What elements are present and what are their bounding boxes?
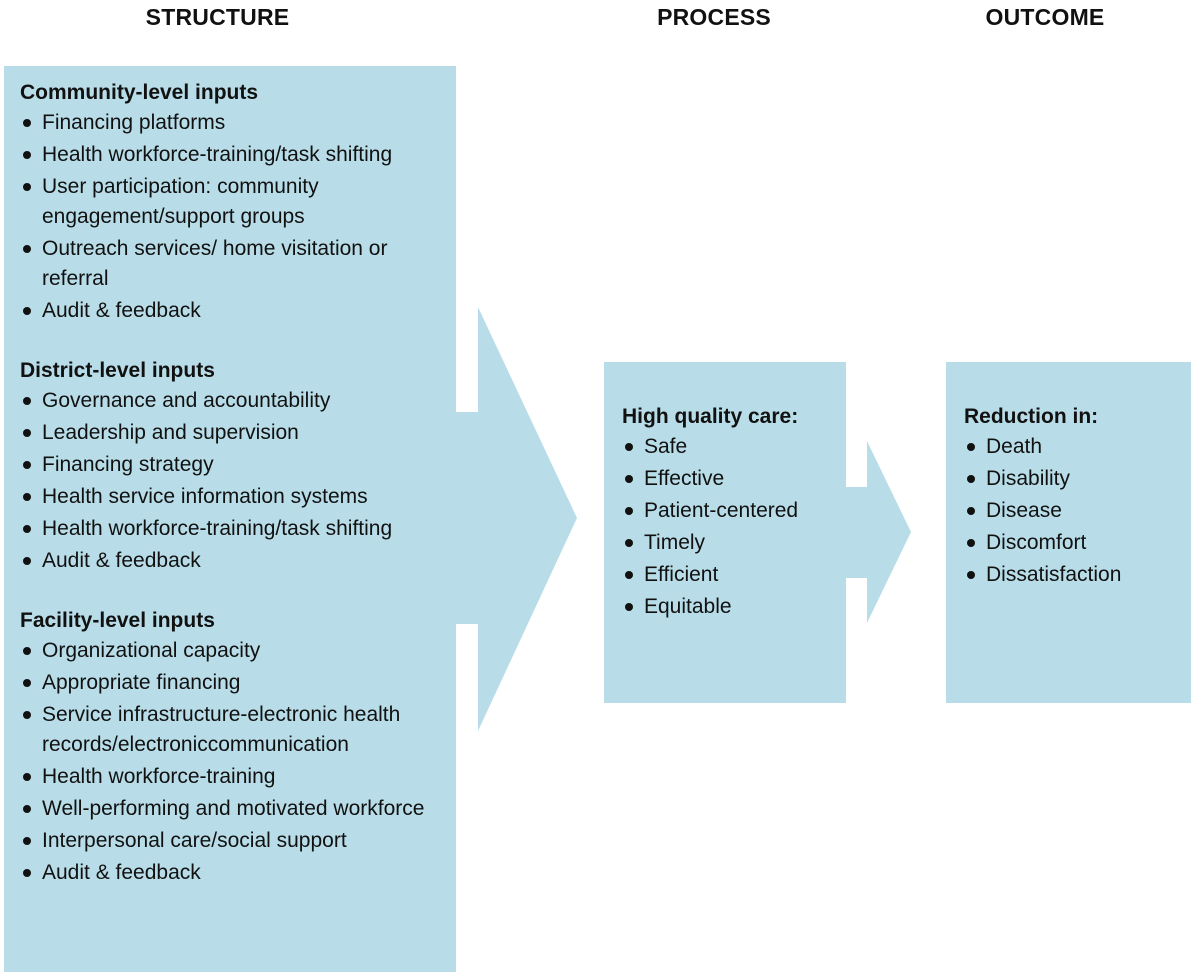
bullet-list: Death Disability Disease Discomfort Diss… [964,432,1191,590]
list-item: Audit & feedback [20,858,456,888]
list-item: Service infrastructure-electronic health… [20,700,456,760]
list-item: Financing platforms [20,108,456,138]
list-item: Efficient [622,560,846,590]
list-item: Disease [964,496,1191,526]
outcome-box [946,362,1191,703]
bullet-list: Safe Effective Patient-centered Timely E… [622,432,846,622]
outcome-title: Reduction in: [964,405,1099,428]
list-item: Health workforce-training [20,762,456,792]
list-item: Leadership and supervision [20,418,456,448]
structure-to-process-arrow-icon [452,307,577,731]
process-panel: High quality care: Safe Effective Patien… [604,362,846,703]
bullet-list: Organizational capacity Appropriate fina… [20,636,456,888]
list-item: Health workforce-training/task shifting [20,140,456,170]
structure-box [4,66,456,972]
list-item: Audit & feedback [20,296,456,326]
list-item: Dissatisfaction [964,560,1191,590]
list-item: Audit & feedback [20,546,456,576]
process-heading: PROCESS [657,4,771,30]
list-item: Disability [964,464,1191,494]
outcome-heading: OUTCOME [985,4,1105,30]
structure-panel: Community-level inputs Financing platfor… [4,66,456,972]
list-item: Patient-centered [622,496,846,526]
group-title: Facility-level inputs [20,609,215,632]
process-to-outcome-arrow-icon [842,441,911,623]
structure-heading: STRUCTURE [145,4,290,30]
process-box [604,362,846,703]
list-item: Governance and accountability [20,386,456,416]
list-item: Equitable [622,592,846,622]
list-item: Death [964,432,1191,462]
community-level-group: Community-level inputs Financing platfor… [20,78,456,326]
list-item: Discomfort [964,528,1191,558]
list-item: Appropriate financing [20,668,456,698]
list-item: Outreach services/ home visitation or re… [20,234,456,294]
facility-level-group: Facility-level inputs Organizational cap… [20,606,456,888]
list-item: Organizational capacity [20,636,456,666]
outcome-panel: Reduction in: Death Disability Disease D… [946,362,1191,703]
district-level-group: District-level inputs Governance and acc… [20,356,456,576]
list-item: Timely [622,528,846,558]
list-item: Effective [622,464,846,494]
list-item: Financing strategy [20,450,456,480]
bullet-list: Financing platforms Health workforce-tra… [20,108,456,326]
group-title: Community-level inputs [20,81,259,104]
list-item: Health workforce-training/task shifting [20,514,456,544]
process-title: High quality care: [622,405,799,428]
list-item: Safe [622,432,846,462]
list-item: Well-performing and motivated workforce [20,794,456,824]
bullet-list: Governance and accountability Leadership… [20,386,456,576]
list-item: Interpersonal care/social support [20,826,456,856]
list-item: Health service information systems [20,482,456,512]
list-item: User participation: community engagement… [20,172,456,232]
group-title: District-level inputs [20,359,215,382]
